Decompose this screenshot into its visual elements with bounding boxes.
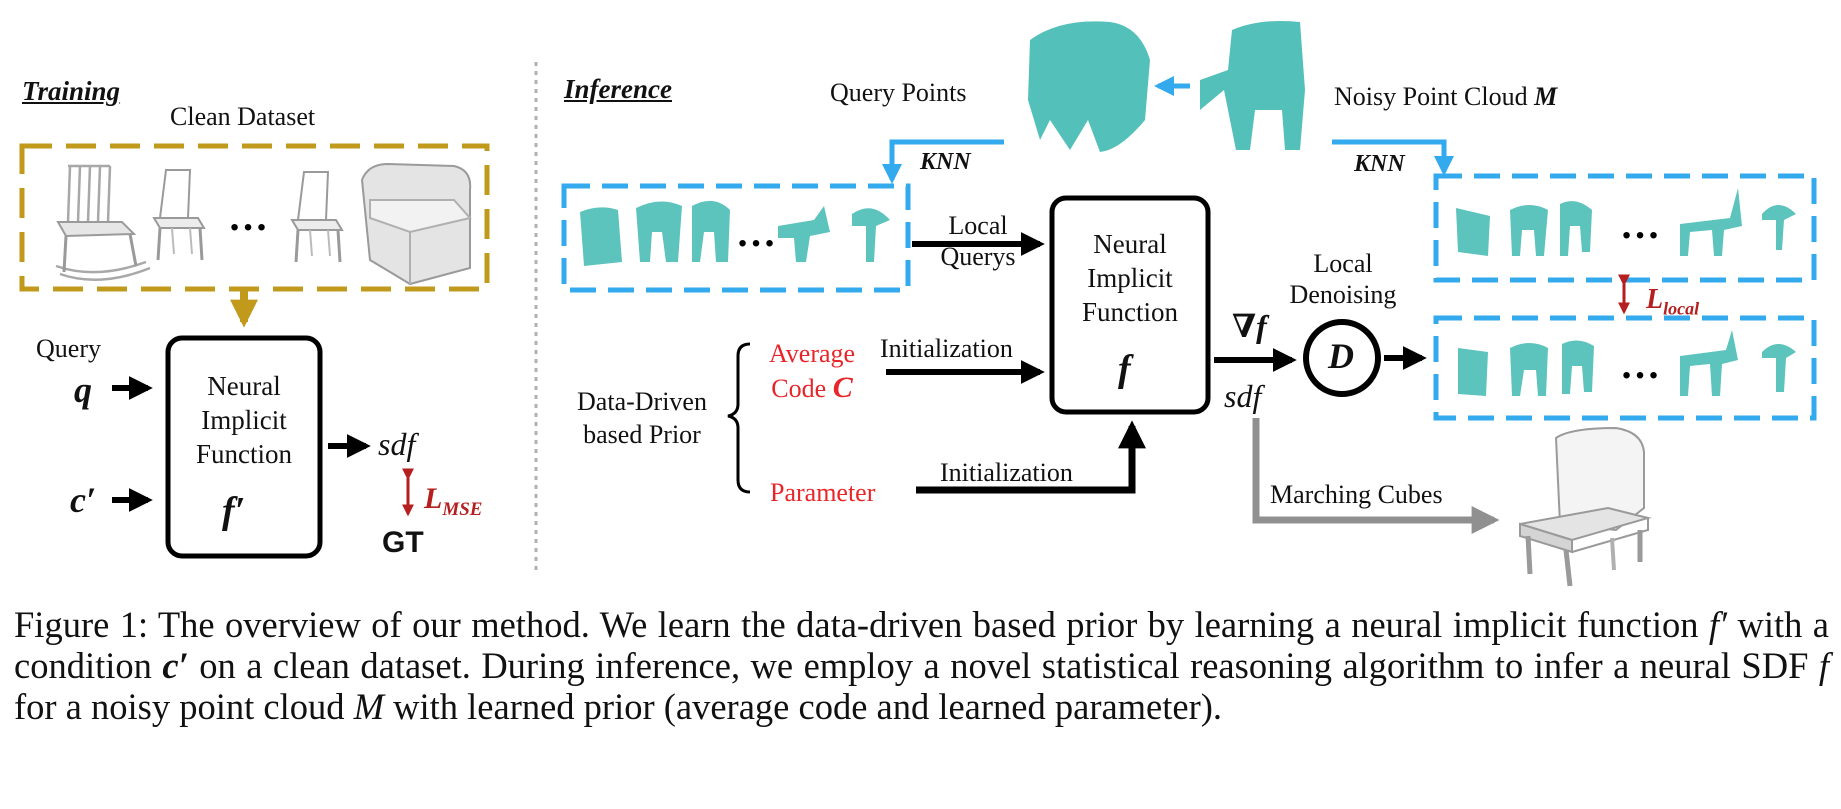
noisy-local-patches — [1456, 188, 1796, 256]
training-nif-line-1: Neural — [207, 371, 281, 401]
inference-nif-label: Neural Implicit Function — [1052, 228, 1208, 329]
denoised-local-patches — [1458, 330, 1796, 396]
prior-brace — [727, 342, 751, 494]
noisy-point-cloud-label: Noisy Point Cloud M — [1334, 84, 1557, 110]
knn-right-label: KNN — [1354, 151, 1405, 177]
local-querys-line-2: Querys — [940, 242, 1016, 272]
figure-caption: Figure 1: The overview of our method. We… — [14, 604, 1829, 727]
reconstructed-chair-mesh — [1519, 426, 1652, 587]
training-nif-line-3: Function — [195, 438, 292, 469]
clean-chair-3 — [290, 170, 344, 264]
local-denoising-line-1: Local — [1313, 249, 1373, 278]
local-querys-label: Local Querys — [928, 210, 1028, 272]
knn-right-arrow — [1332, 139, 1454, 176]
inference-nif-line-2: Implicit — [1087, 262, 1173, 293]
clean-chair-2 — [152, 168, 206, 262]
prior-line-1: Data-Driven — [577, 387, 707, 416]
caption-part-1: Figure 1: The overview of our method. We… — [14, 604, 1709, 645]
query-label: Query — [36, 334, 101, 363]
marching-cubes-label: Marching Cubes — [1270, 480, 1443, 509]
caption-part-2: with a condition — [14, 604, 1829, 686]
denoiser-circle — [1303, 319, 1381, 397]
local-loss-sub: local — [1663, 298, 1700, 319]
caption-part-4: for a noisy point cloud — [14, 686, 354, 727]
grad-f-label: ∇f — [1232, 308, 1267, 344]
local-loss-label: Llocal — [1646, 286, 1699, 318]
training-nif-box — [165, 335, 323, 559]
f-prime-symbol: f′ — [222, 490, 246, 532]
parameter-init-arrow — [916, 420, 1146, 494]
training-sdf-label: sdf — [378, 426, 416, 462]
caption-math-f-prime: f′ — [1708, 604, 1728, 645]
knn-left-label: KNN — [920, 149, 971, 175]
parameter-label: Parameter — [770, 478, 876, 507]
mse-loss-label: LMSE — [424, 482, 483, 520]
noisy-point-cloud-symbol: M — [1534, 82, 1558, 111]
clean-dataset-label: Clean Dataset — [170, 102, 316, 131]
average-code-line-2: Code — [771, 373, 833, 403]
caption-part-3: on a clean dataset. During inference, we… — [188, 645, 1819, 686]
clean-dataset-dots: … — [228, 194, 268, 239]
noisy-point-cloud — [1200, 21, 1305, 150]
mse-loss-l: L — [424, 482, 443, 515]
average-code-label: Average Code C — [752, 338, 872, 406]
query-points-cloud — [1028, 21, 1150, 153]
caption-part-5: with learned prior (average code and lea… — [384, 686, 1223, 727]
c-prime-symbol: c′ — [70, 480, 97, 520]
caption-math-f: f — [1818, 645, 1829, 686]
inference-nif-line-3: Function — [1081, 296, 1178, 327]
local-querys-dots: … — [736, 210, 776, 255]
local-querys-box — [561, 183, 911, 293]
caption-math-m: M — [353, 686, 385, 727]
training-nif-label: Neural Implicit Function — [168, 370, 320, 471]
clean-chair-1 — [55, 164, 151, 282]
inference-header: Inference — [564, 74, 672, 104]
clean-dataset-box — [19, 143, 490, 292]
marching-cubes-arrow — [1252, 418, 1500, 534]
caption-math-c-prime: c′ — [162, 645, 189, 686]
init-label-parameter: Initialization — [940, 458, 1073, 487]
local-querys-line-1: Local — [948, 211, 1008, 240]
local-query-patches — [580, 200, 890, 266]
prior-line-2: based Prior — [583, 419, 701, 449]
inference-sdf-label: sdf — [1224, 378, 1262, 414]
method-overview-figure: … … — [19, 21, 1817, 587]
inference-nif-box — [1049, 195, 1211, 415]
init-label-average-code: Initialization — [880, 334, 1013, 363]
training-nif-line-2: Implicit — [201, 404, 287, 435]
denoiser-d-symbol: D — [1328, 336, 1354, 376]
mse-loss-sub: MSE — [442, 499, 483, 520]
inference-f-symbol: f — [1118, 348, 1131, 390]
denoised-local-dots: … — [1620, 342, 1660, 387]
query-points-label: Query Points — [830, 78, 967, 107]
local-denoising-line-2: Denoising — [1289, 280, 1397, 310]
noisy-point-cloud-text: Noisy Point Cloud — [1334, 82, 1535, 111]
local-denoising-label: Local Denoising — [1282, 248, 1404, 310]
clean-chair-4 — [360, 162, 472, 286]
q-symbol: q — [74, 370, 92, 410]
training-header: Training — [22, 76, 121, 106]
knn-left-arrow — [882, 139, 1004, 184]
noisy-local-dots: … — [1620, 202, 1660, 247]
data-driven-prior-label: Data-Driven based Prior — [560, 386, 724, 451]
local-loss-l: L — [1646, 284, 1664, 315]
denoised-local-patches-box — [1433, 315, 1817, 421]
inference-nif-line-1: Neural — [1093, 229, 1167, 259]
gt-label: GT — [382, 526, 424, 559]
average-code-c-symbol: C — [832, 370, 853, 404]
average-code-line-1: Average — [768, 339, 856, 368]
